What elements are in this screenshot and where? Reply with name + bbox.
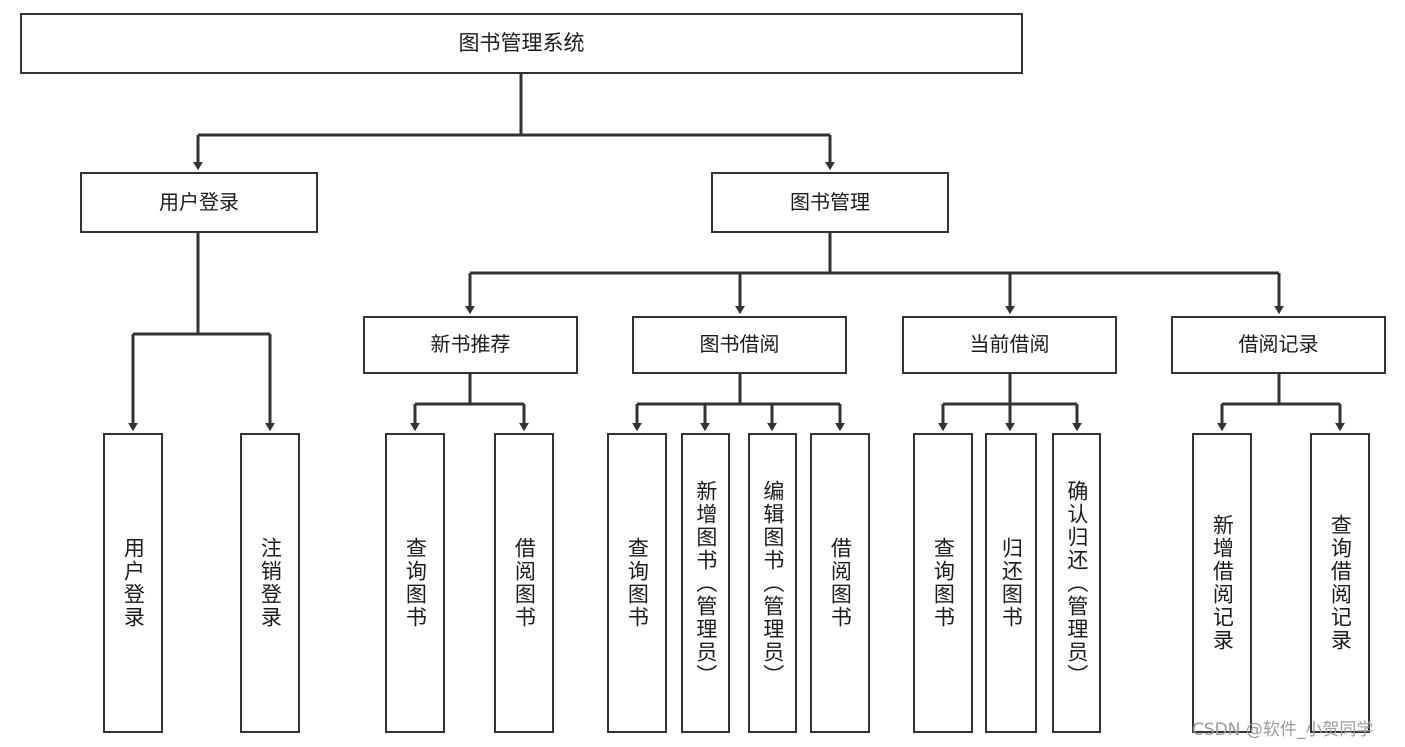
leaf-user-login-label: 用户登录 — [121, 537, 146, 629]
leaf-edit-book-admin[interactable]: 编辑图书（管理员） — [748, 433, 797, 733]
node-user-login-label: 用户登录 — [159, 189, 239, 214]
leaf-borrow-book-label: 借阅图书 — [828, 537, 853, 629]
leaf-add-borrow-record-label: 新增借阅记录 — [1210, 514, 1235, 652]
node-root-label: 图书管理系统 — [458, 31, 585, 56]
csdn-watermark: CSDN @软件_小贺同学 — [1192, 720, 1374, 740]
node-book-management[interactable]: 图书管理 — [711, 172, 949, 233]
leaf-user-login[interactable]: 用户登录 — [103, 433, 163, 733]
node-current-borrow-label: 当前借阅 — [969, 332, 1050, 357]
leaf-add-borrow-record[interactable]: 新增借阅记录 — [1192, 433, 1252, 733]
leaf-current-query-book-label: 查询图书 — [931, 537, 956, 629]
node-borrow-record[interactable]: 借阅记录 — [1171, 316, 1386, 374]
leaf-new-book-borrow-label: 借阅图书 — [512, 537, 537, 629]
leaf-add-book-admin[interactable]: 新增图书（管理员） — [681, 433, 730, 733]
leaf-new-book-query[interactable]: 查询图书 — [385, 433, 445, 733]
node-new-book-recommend[interactable]: 新书推荐 — [363, 316, 578, 374]
node-root[interactable]: 图书管理系统 — [20, 13, 1023, 74]
leaf-logout-label: 注销登录 — [258, 537, 283, 629]
leaf-confirm-return-admin-label: 确认归还（管理员） — [1064, 479, 1089, 687]
leaf-edit-book-admin-label: 编辑图书（管理员） — [760, 479, 785, 687]
leaf-current-query-book[interactable]: 查询图书 — [913, 433, 973, 733]
node-current-borrow[interactable]: 当前借阅 — [902, 316, 1117, 374]
node-borrow-record-label: 借阅记录 — [1238, 332, 1319, 357]
node-user-login[interactable]: 用户登录 — [80, 172, 318, 233]
leaf-borrow-book[interactable]: 借阅图书 — [810, 433, 870, 733]
leaf-logout[interactable]: 注销登录 — [240, 433, 300, 733]
leaf-borrow-query-book[interactable]: 查询图书 — [607, 433, 667, 733]
node-book-borrow-label: 图书借阅 — [699, 332, 780, 357]
leaf-borrow-query-book-label: 查询图书 — [625, 537, 650, 629]
node-new-book-recommend-label: 新书推荐 — [430, 332, 511, 357]
node-book-management-label: 图书管理 — [790, 189, 870, 214]
leaf-new-book-query-label: 查询图书 — [403, 537, 428, 629]
leaf-return-book-label: 归还图书 — [999, 537, 1024, 629]
leaf-confirm-return-admin[interactable]: 确认归还（管理员） — [1052, 433, 1101, 733]
leaf-query-borrow-record-label: 查询借阅记录 — [1328, 514, 1353, 652]
leaf-return-book[interactable]: 归还图书 — [985, 433, 1037, 733]
node-book-borrow[interactable]: 图书借阅 — [632, 316, 847, 374]
leaf-query-borrow-record[interactable]: 查询借阅记录 — [1310, 433, 1370, 733]
leaf-add-book-admin-label: 新增图书（管理员） — [693, 479, 718, 687]
leaf-new-book-borrow[interactable]: 借阅图书 — [494, 433, 554, 733]
